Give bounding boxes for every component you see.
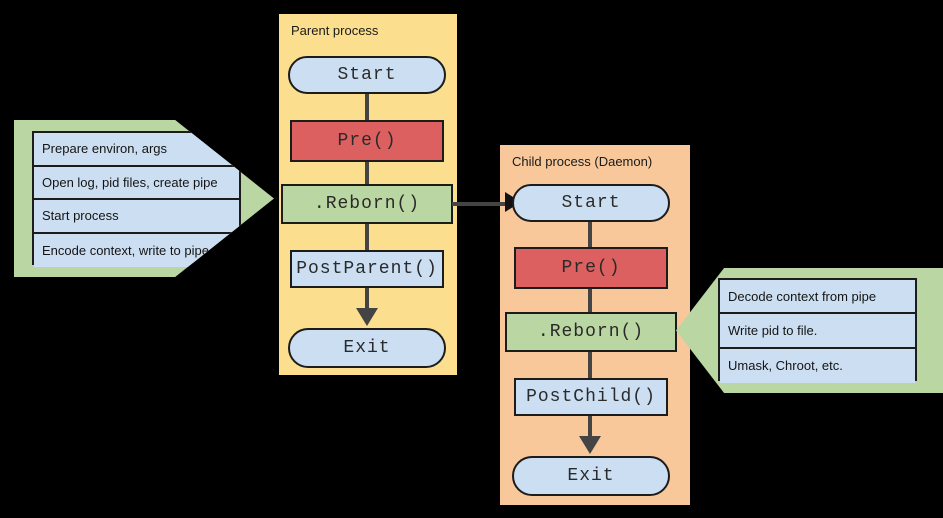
list-item: Umask, Chroot, etc. <box>720 348 915 383</box>
parent-node-pre[interactable]: Pre() <box>290 120 444 162</box>
child-connector-reborn-post <box>588 351 592 379</box>
parent-node-exit[interactable]: Exit <box>288 328 446 368</box>
parent-node-reborn-label: .Reborn() <box>313 194 421 214</box>
child-node-exit-label: Exit <box>567 466 615 486</box>
child-node-pre-label: Pre() <box>561 258 621 278</box>
parent-node-exit-label: Exit <box>343 338 391 358</box>
child-node-postchild-label: PostChild() <box>526 387 656 407</box>
child-reborn-callout: Decode context from pipe Write pid to fi… <box>676 268 943 393</box>
callout-left-item-2: Start process <box>42 208 119 224</box>
list-item: Start process <box>34 200 239 234</box>
child-node-reborn-label: .Reborn() <box>537 322 645 342</box>
parent-connector-reborn-post <box>365 222 369 252</box>
list-item: Decode context from pipe <box>720 280 915 315</box>
parent-connector-pre-reborn <box>365 160 369 186</box>
callout-left-item-0: Prepare environ, args <box>42 141 168 157</box>
callout-left-item-1: Open log, pid files, create pipe <box>42 174 218 190</box>
parent-node-postparent[interactable]: PostParent() <box>290 250 444 288</box>
parent-connector-start-pre <box>365 90 369 120</box>
child-node-pre[interactable]: Pre() <box>514 247 668 289</box>
child-process-title: Child process (Daemon) <box>512 154 653 169</box>
child-node-exit[interactable]: Exit <box>512 456 670 496</box>
list-item: Prepare environ, args <box>34 133 239 167</box>
parent-node-reborn[interactable]: .Reborn() <box>281 184 453 224</box>
child-node-start[interactable]: Start <box>512 184 670 222</box>
parent-node-start-label: Start <box>337 65 397 85</box>
list-item: Encode context, write to pipe <box>34 233 239 267</box>
parent-node-start[interactable]: Start <box>288 56 446 94</box>
parent-arrowhead-exit <box>356 308 378 326</box>
child-connector-post-exit <box>588 413 592 439</box>
child-reborn-callout-list: Decode context from pipe Write pid to fi… <box>718 278 917 383</box>
child-node-reborn[interactable]: .Reborn() <box>505 312 677 352</box>
child-connector-pre-reborn <box>588 289 592 313</box>
parent-process-title: Parent process <box>291 23 379 38</box>
child-node-postchild[interactable]: PostChild() <box>514 378 668 416</box>
callout-right-item-2: Umask, Chroot, etc. <box>728 358 843 374</box>
list-item: Write pid to file. <box>720 314 915 349</box>
parent-reborn-callout: Prepare environ, args Open log, pid file… <box>14 120 274 277</box>
child-connector-start-pre <box>588 219 592 247</box>
child-node-start-label: Start <box>561 193 621 213</box>
callout-left-item-3: Encode context, write to pipe <box>42 242 209 258</box>
parent-node-pre-label: Pre() <box>337 131 397 151</box>
parent-reborn-callout-list: Prepare environ, args Open log, pid file… <box>32 131 241 267</box>
callout-right-item-0: Decode context from pipe <box>728 288 877 304</box>
list-item: Open log, pid files, create pipe <box>34 166 239 200</box>
parent-connector-post-exit <box>365 285 369 311</box>
callout-right-item-1: Write pid to file. <box>728 322 818 338</box>
parent-node-postparent-label: PostParent() <box>296 259 438 279</box>
fork-connector-line <box>452 202 512 206</box>
child-arrowhead-exit <box>579 436 601 454</box>
